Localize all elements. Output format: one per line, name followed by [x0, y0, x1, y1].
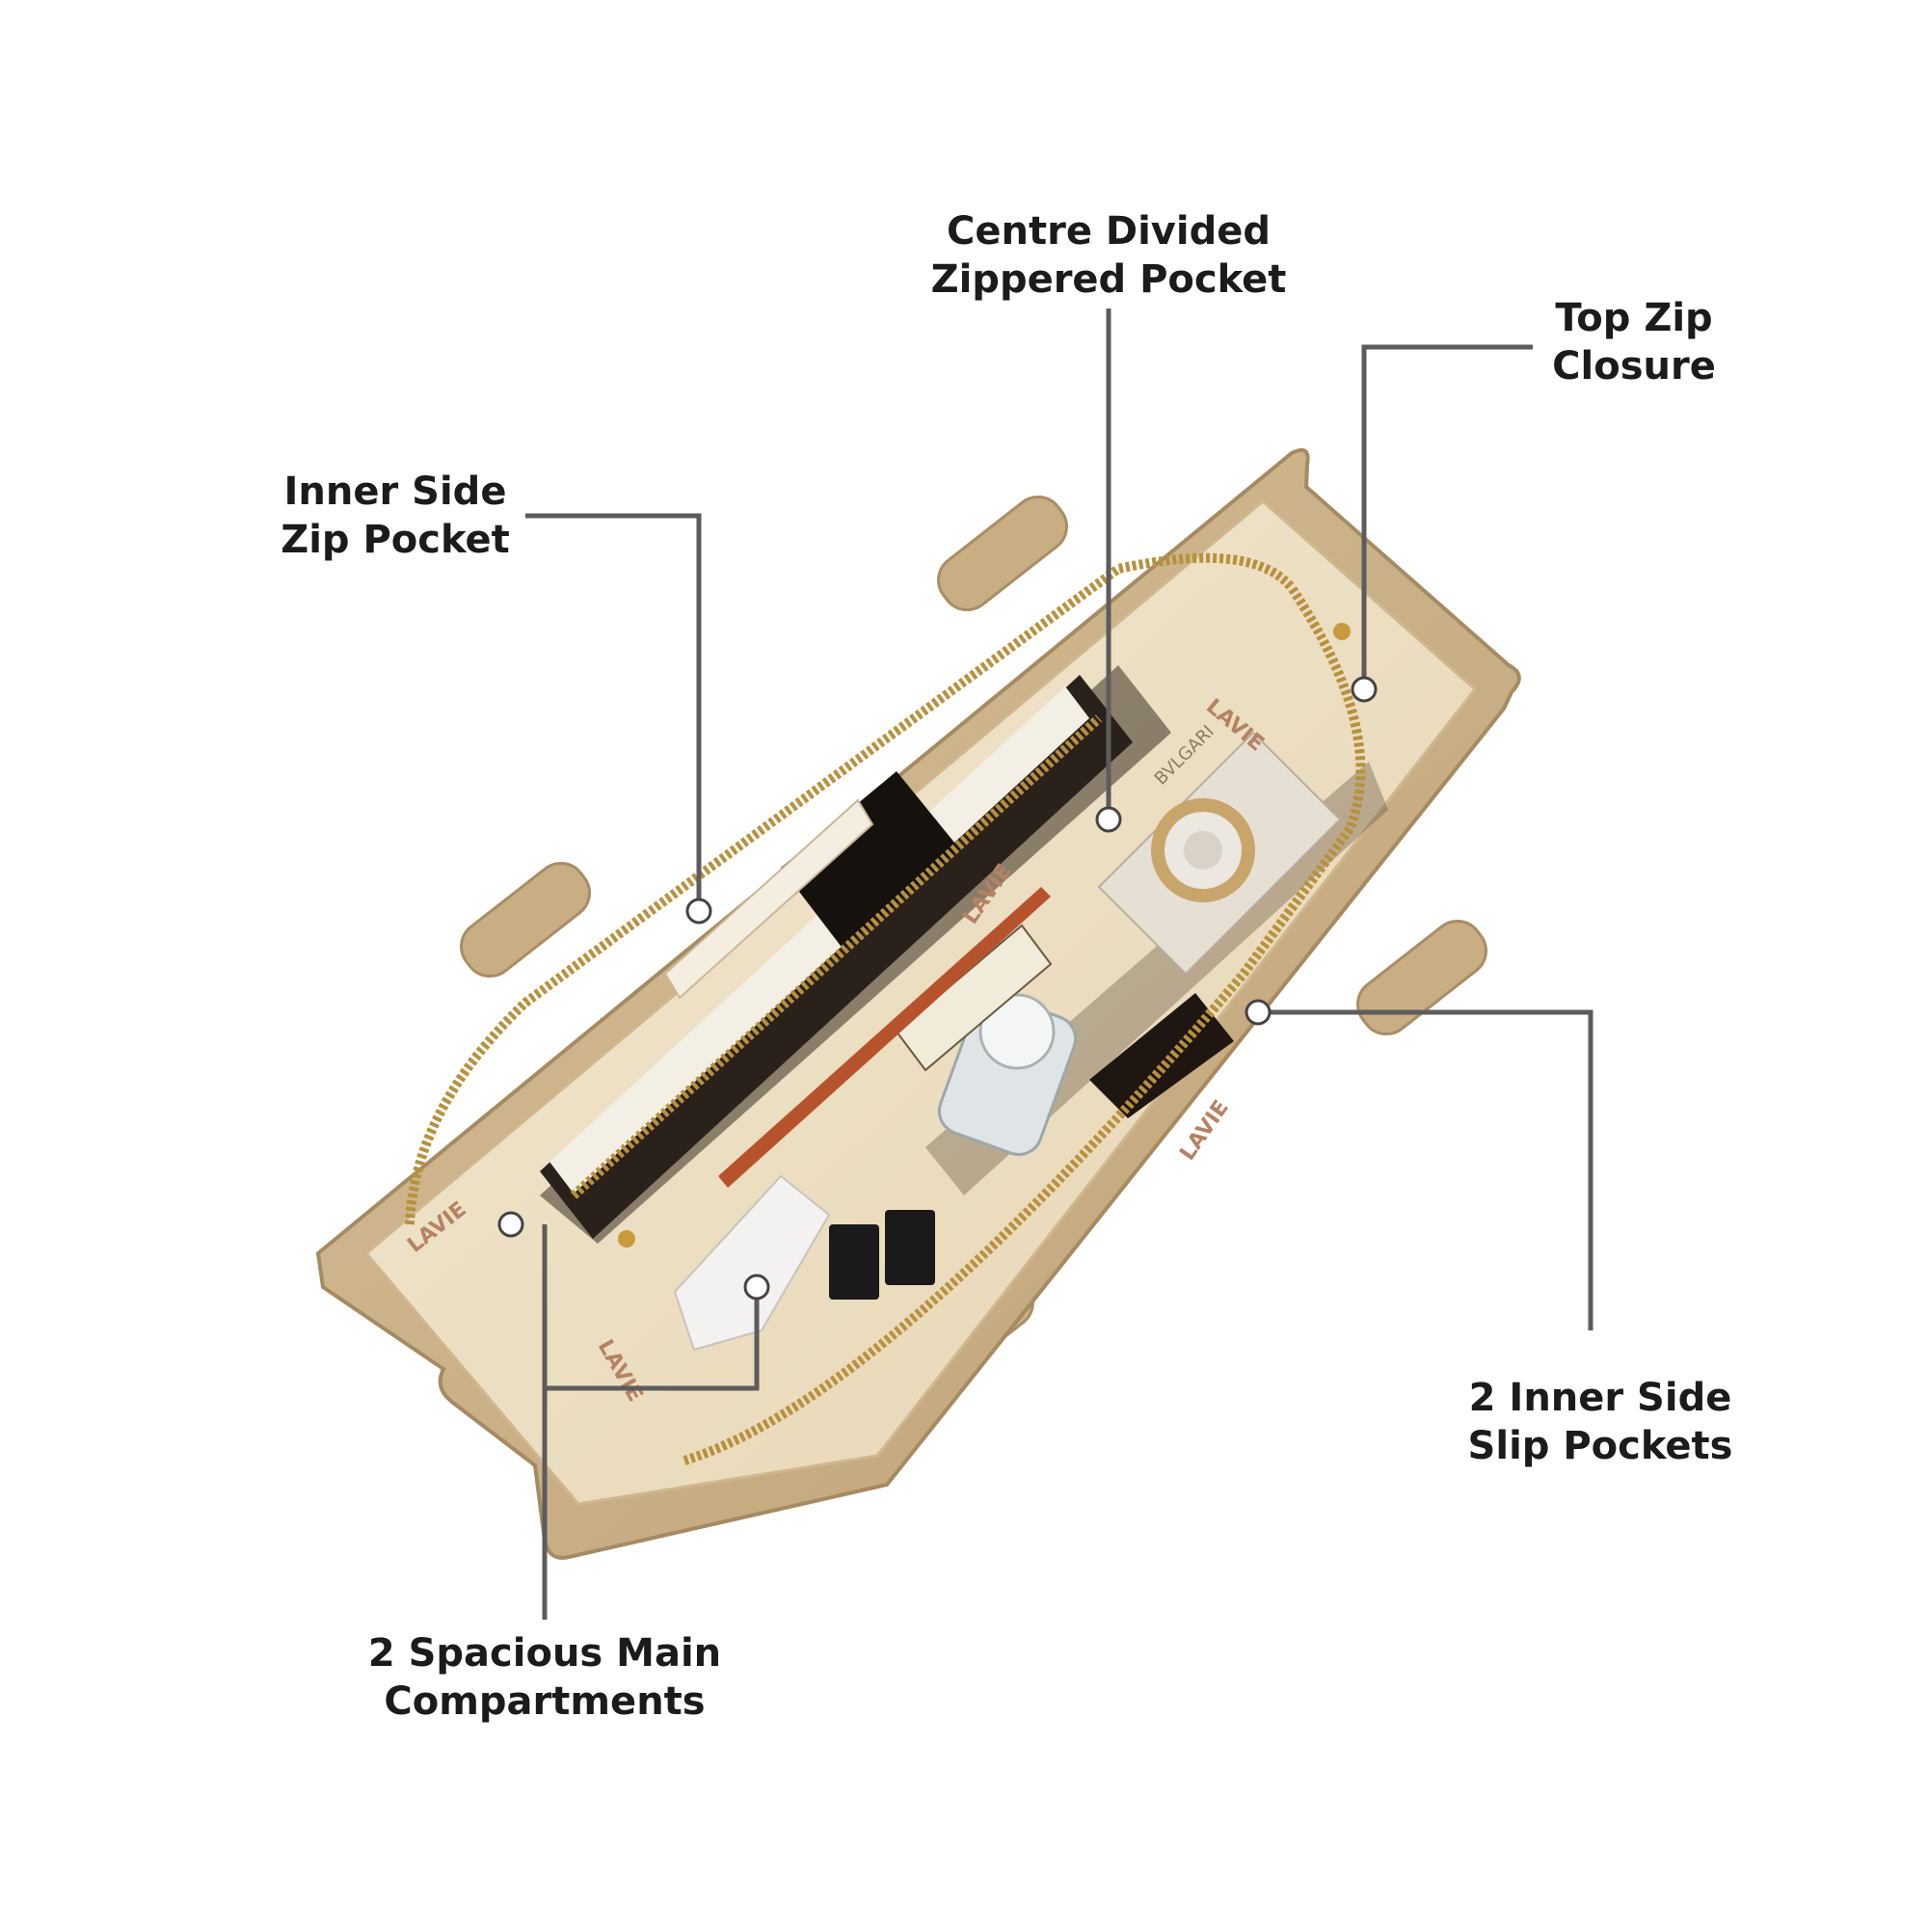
callout-main-compartments-line1: 2 Spacious Main [367, 1631, 722, 1676]
callout-centre-divided-line1: Centre Divided [947, 209, 1271, 254]
callout-main-compartments-line2: Compartments [384, 1679, 706, 1724]
wallet [1089, 993, 1234, 1118]
perfume-tin [1097, 731, 1342, 976]
pen [718, 887, 1051, 1188]
callout-inner-side-zip-line2: Zip Pocket [281, 518, 510, 562]
callout-centre-divided-line2: Zippered Pocket [930, 257, 1287, 302]
callout-inner-side-zip: Inner Side Zip Pocket [241, 468, 549, 564]
callout-inner-side-slip: 2 Inner Side Slip Pockets [1436, 1374, 1764, 1470]
pouch [673, 1174, 831, 1352]
callout-inner-side-slip-line2: Slip Pockets [1467, 1424, 1733, 1468]
callout-top-zip-line1: Top Zip [1555, 296, 1713, 340]
leader-top-zip [1361, 344, 1533, 689]
star-box [895, 924, 1053, 1072]
callout-inner-side-slip-line1: 2 Inner Side [1468, 1376, 1732, 1420]
callout-main-compartments: 2 Spacious Main Compartments [333, 1629, 757, 1726]
callout-dots [497, 676, 1378, 1301]
leader-inner-side-zip [525, 513, 702, 911]
leader-lines [525, 309, 1593, 1620]
callout-inner-side-zip-line1: Inner Side [283, 470, 507, 514]
glass-bottle [937, 993, 1078, 1157]
card [663, 798, 874, 1000]
leader-inner-side-slip [1258, 1009, 1593, 1330]
leader-main-compartments-branch [545, 1287, 760, 1391]
zipper-pull [618, 1230, 635, 1248]
zippers [405, 552, 1366, 1465]
lipsticks [829, 1210, 935, 1300]
zipper-pull-2 [1333, 623, 1351, 640]
callout-centre-divided: Centre Divided Zippered Pocket [877, 207, 1340, 304]
callout-top-zip-line2: Closure [1552, 344, 1716, 389]
callout-top-zip: Top Zip Closure [1499, 294, 1769, 390]
